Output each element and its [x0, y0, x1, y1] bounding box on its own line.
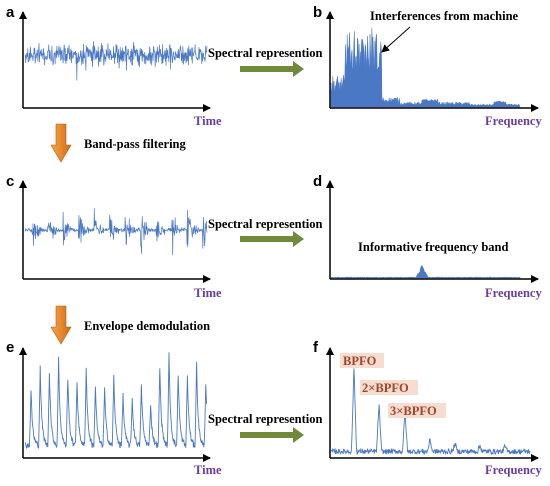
panel-c: Time [19, 180, 222, 300]
band-spectrum [330, 265, 521, 279]
x-axis-label-time: Time [194, 286, 222, 300]
step-caption-spectral-3: Spectral represention [208, 412, 323, 426]
step-caption-spectral-2: Spectral represention [208, 217, 323, 231]
peak-label-3bpfo: 3×BPFO [390, 404, 437, 418]
panel-letter-f: f [313, 339, 319, 356]
panel-d: Frequency Informative frequency band [326, 180, 542, 300]
filtered-signal [24, 208, 208, 256]
step-caption-envelope: Envelope demodulation [84, 319, 210, 333]
x-axis-label-time: Time [194, 463, 222, 477]
pointer-arrow-icon [381, 26, 411, 53]
envelope-signal [24, 352, 208, 450]
panel-a: Time [19, 11, 222, 128]
step-spectral-1: Spectral represention [208, 46, 323, 77]
raw-vibration-signal [24, 41, 208, 81]
down-arrow-icon [50, 305, 72, 345]
peak-label-bg-3bpfo [388, 403, 446, 418]
step-caption-bandpass: Band-pass filtering [84, 137, 187, 151]
envelope-spectrum [330, 368, 531, 456]
step-spectral-3: Spectral represention [208, 412, 323, 443]
step-envelope: Envelope demodulation [50, 305, 210, 345]
down-arrow-icon [50, 123, 72, 163]
raw-spectrum [330, 27, 521, 108]
step-caption-spectral-1: Spectral represention [208, 46, 323, 60]
step-bandpass: Band-pass filtering [50, 123, 187, 163]
panel-b: Frequency Interferences from machine [326, 9, 542, 128]
right-arrow-icon [240, 231, 304, 247]
right-arrow-icon [240, 427, 304, 443]
peak-label-bg-2bpfo [360, 380, 418, 395]
panel-letter-a: a [6, 4, 15, 21]
panel-letter-c: c [6, 173, 14, 190]
x-axis-label-frequency: Frequency [485, 463, 542, 477]
panel-letter-b: b [313, 4, 322, 21]
panel-letter-d: d [313, 173, 322, 190]
step-spectral-2: Spectral represention [208, 217, 323, 247]
peak-label-2bpfo: 2×BPFO [362, 381, 409, 395]
peak-label-bg-bpfo [340, 353, 384, 368]
x-axis-label-time: Time [194, 114, 222, 128]
interference-annotation: Interferences from machine [370, 9, 519, 23]
right-arrow-icon [240, 61, 304, 77]
x-axis-label-frequency: Frequency [485, 286, 542, 300]
band-annotation: Informative frequency band [358, 240, 509, 254]
panel-f: Frequency BPFO 2×BPFO 3×BPFO [326, 347, 542, 477]
panel-letter-e: e [6, 339, 14, 356]
x-axis-label-frequency: Frequency [485, 114, 542, 128]
panel-e: Time [19, 347, 222, 477]
peak-label-bpfo: BPFO [343, 354, 377, 368]
